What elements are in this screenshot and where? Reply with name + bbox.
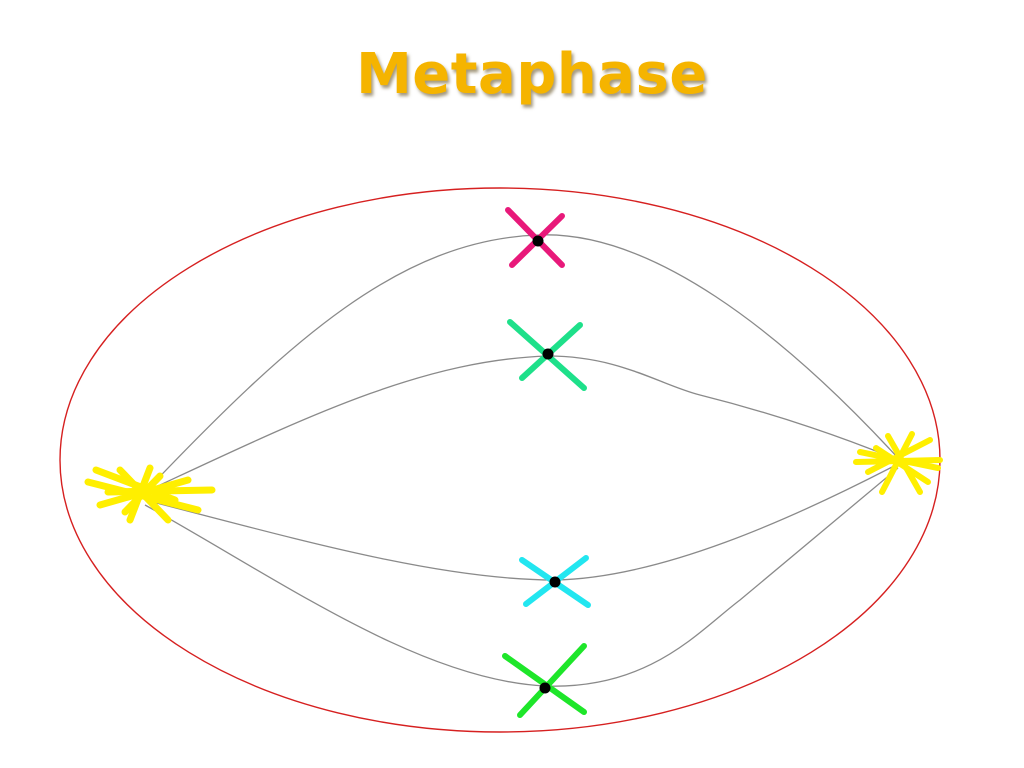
chromosome-teal-green xyxy=(507,319,587,391)
chromosome-cyan xyxy=(519,555,591,608)
chromosome-magenta xyxy=(505,207,565,268)
centromere xyxy=(549,576,561,588)
spindle-fiber xyxy=(144,467,899,687)
centrosome-left xyxy=(84,464,216,524)
centrosome-right xyxy=(853,431,943,495)
chromosome-green xyxy=(502,643,587,718)
cell-membrane xyxy=(59,187,941,733)
spindle-fiber xyxy=(144,355,899,493)
centromere xyxy=(542,348,554,360)
spindle-fibers xyxy=(144,234,899,687)
spindle-fiber xyxy=(144,234,899,493)
centromere xyxy=(539,682,551,694)
slide-title: Metaphase xyxy=(356,42,708,107)
centromere xyxy=(532,235,544,247)
